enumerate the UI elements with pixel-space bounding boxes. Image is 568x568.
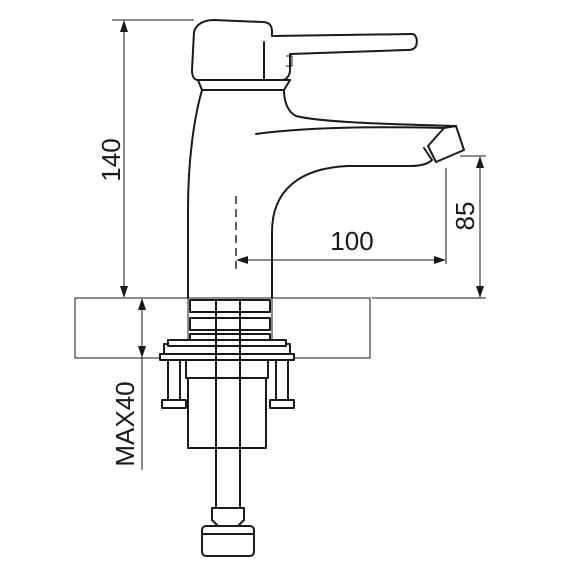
faucet-body [187, 79, 457, 299]
dimension-140-label: 140 [96, 138, 126, 181]
dimension-100-label: 100 [330, 226, 373, 256]
dimension-85-label: 85 [450, 202, 480, 231]
dimension-max40-label: MAX40 [110, 381, 140, 466]
dimension-85: 85 [372, 155, 486, 299]
aerator [423, 125, 465, 163]
mounting-shank [159, 299, 295, 557]
lever-handle [191, 19, 418, 81]
dimension-140: 140 [96, 19, 194, 298]
dimension-100: 100 [236, 168, 447, 264]
dimension-max40: MAX40 [110, 298, 150, 470]
